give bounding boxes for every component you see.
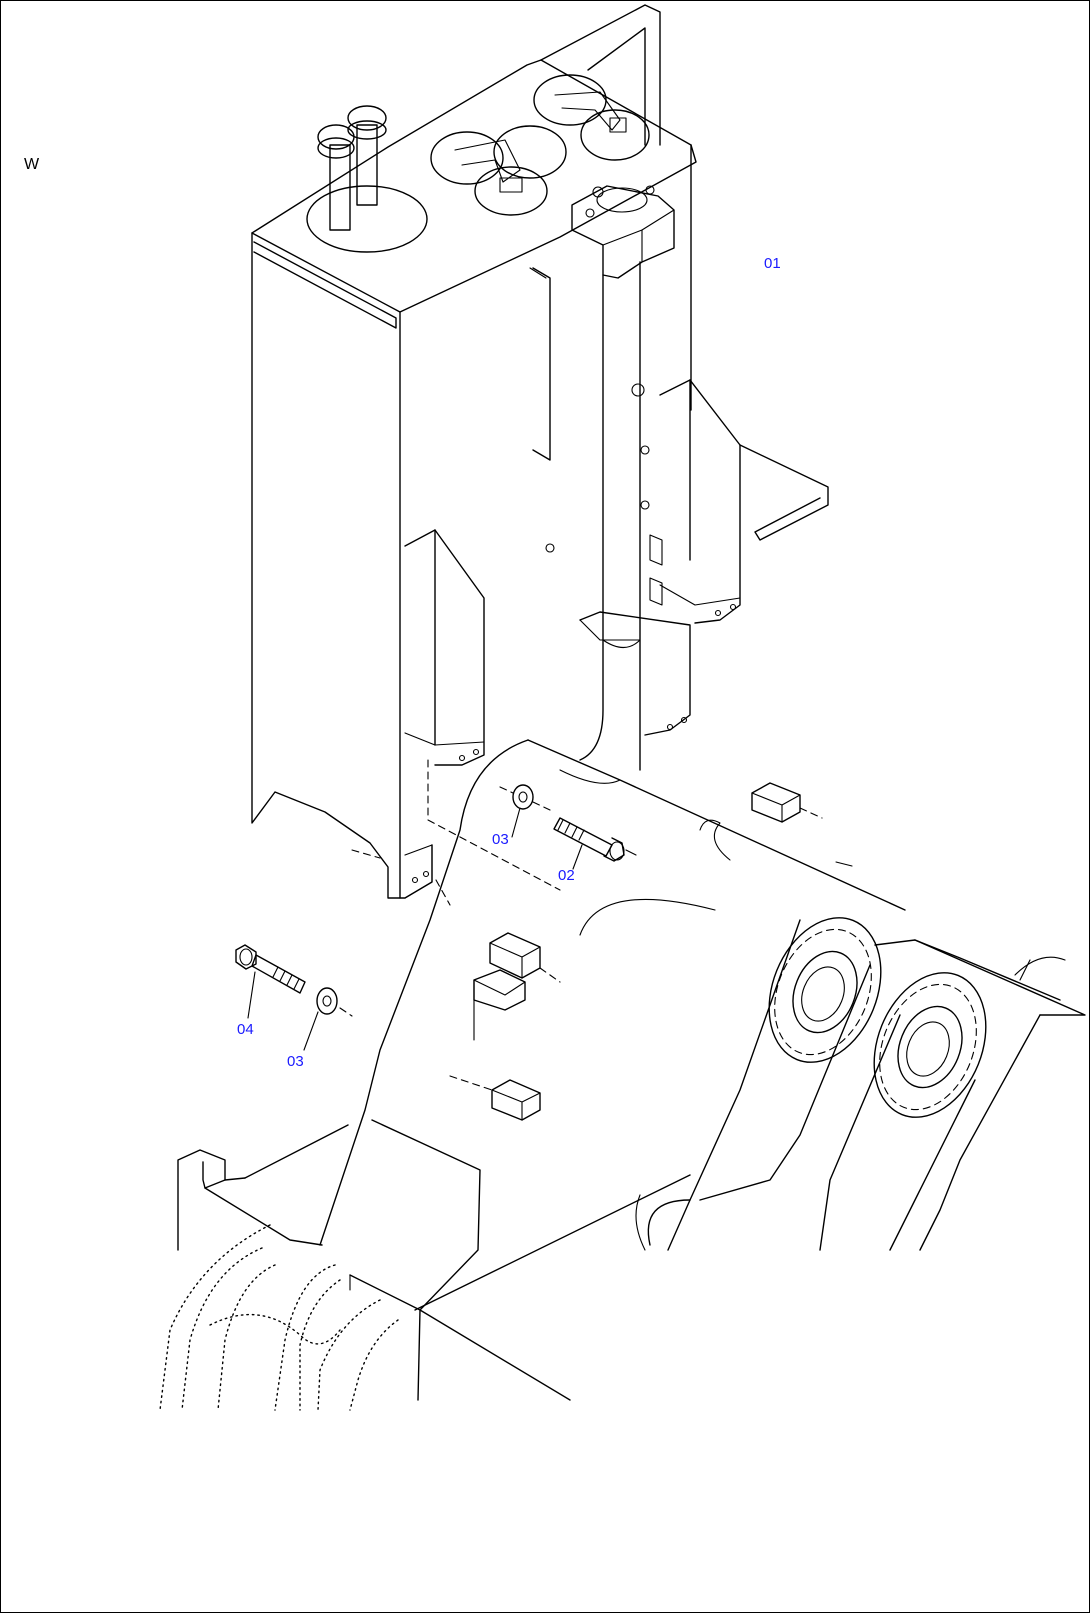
boom-foot-bosses <box>768 917 987 1118</box>
frame-edge-left <box>319 739 529 1246</box>
callout-04: 04 <box>237 1021 254 1038</box>
bolt-04 <box>235 944 306 994</box>
washer-03-right <box>499 784 551 811</box>
lower-frame-block <box>177 1149 246 1251</box>
valve-block <box>571 185 675 279</box>
sight-gauge <box>532 267 551 461</box>
left-mount-leg <box>404 529 485 766</box>
pad-lower <box>491 1079 541 1121</box>
callout-02: 02 <box>558 867 575 884</box>
boom-bracket-inner <box>699 964 871 1201</box>
frame-edge-top <box>527 739 906 911</box>
right-mount-leg <box>659 379 741 624</box>
filler-cap-group <box>306 105 428 253</box>
tank-top-lip <box>253 241 397 329</box>
boom-bracket-top <box>874 939 1086 1016</box>
rear-frame-rail <box>540 4 661 146</box>
frame-notch <box>699 819 731 861</box>
washer-03-left <box>316 987 353 1017</box>
return-pipe-left <box>579 274 604 761</box>
leader-04 <box>247 971 256 1019</box>
right-mount-plate <box>739 444 829 541</box>
strainer-covers <box>430 74 650 216</box>
bolt-02 <box>553 817 637 862</box>
rear-frame-inner <box>587 27 646 146</box>
callout-03-right: 03 <box>492 831 509 848</box>
lower-right-bracket <box>579 611 691 736</box>
hidden-edge-1 <box>427 759 561 891</box>
callout-03-left: 03 <box>287 1053 304 1070</box>
tank-left-side <box>251 232 433 899</box>
leader-02 <box>572 844 583 870</box>
leader-03-left <box>303 1011 319 1051</box>
boom-bracket-left <box>667 919 801 1251</box>
chassis-frame <box>159 739 1086 1411</box>
tank-top-panel <box>251 59 697 313</box>
pad-top-right <box>751 782 801 823</box>
lower-frame-plate <box>371 1119 481 1311</box>
view-label: W <box>24 156 40 173</box>
frame-arc <box>579 898 716 936</box>
leader-lines <box>247 807 583 1051</box>
callout-01: 01 <box>764 255 781 272</box>
hose-dotted <box>159 1224 399 1411</box>
tank-assembly <box>251 4 829 906</box>
leader-03-right <box>511 807 521 838</box>
